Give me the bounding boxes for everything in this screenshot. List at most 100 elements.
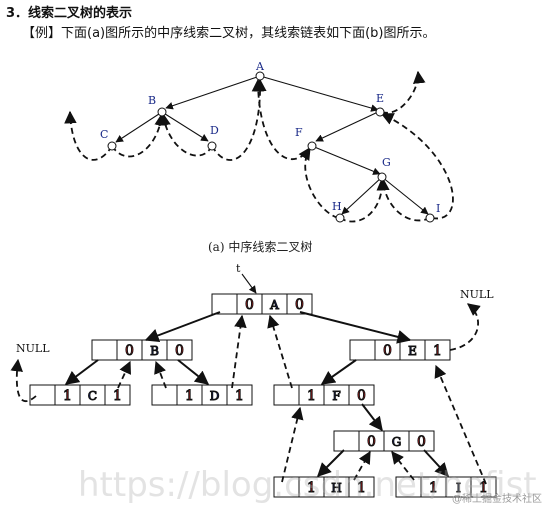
thread-h-f — [298, 146, 339, 219]
list-node-h: 1 H 1 — [273, 476, 375, 498]
null-right-label: NULL — [460, 288, 494, 301]
ptr-a-b — [144, 311, 221, 343]
thread-d-b — [158, 112, 213, 157]
edge-b-d — [161, 111, 209, 142]
thread-h-g — [339, 177, 390, 223]
thread-i-g — [377, 177, 431, 222]
rtag-cell — [408, 430, 435, 452]
label-f: F — [295, 126, 303, 139]
thread-b-i-e — [434, 364, 487, 485]
node-g-rtag: 0 — [417, 434, 426, 450]
node-c-rtag: 1 — [113, 388, 122, 404]
node-c-ltag: 1 — [63, 388, 72, 404]
lchild-cell — [273, 384, 300, 406]
node-f-dot — [307, 141, 317, 151]
label-h: H — [332, 200, 342, 213]
tree-a: A B E C D F G H I (a) 中序线索二叉树 — [64, 60, 454, 254]
node-c-data: C — [88, 389, 97, 403]
node-d-data: D — [210, 389, 220, 403]
label-i: I — [436, 202, 440, 215]
node-b-ltag: 0 — [125, 343, 134, 359]
node-i-data: I — [456, 481, 461, 495]
edge-a-b — [165, 75, 261, 110]
rtag-cell — [286, 293, 313, 315]
node-b-rtag: 0 — [175, 343, 184, 359]
thread-d-a — [211, 78, 267, 161]
rtag-cell — [348, 476, 375, 498]
node-b-data: B — [150, 344, 159, 358]
edge-g-h — [341, 176, 383, 215]
thread-b-h-f — [281, 406, 304, 483]
node-g-data: G — [392, 435, 402, 449]
node-i-dot — [425, 213, 435, 223]
node-g-dot — [377, 172, 387, 182]
thread-c-b — [111, 112, 168, 158]
edge-a-e — [259, 75, 379, 112]
node-c-dot — [107, 141, 117, 151]
node-h-dot — [335, 213, 345, 223]
root-pointer-label: t — [236, 262, 241, 275]
ptr-b-c — [64, 359, 99, 385]
root-pointer-arrow — [241, 273, 257, 294]
label-a: A — [255, 60, 265, 73]
node-a-rtag: 0 — [295, 297, 304, 313]
node-a-data: A — [269, 298, 279, 312]
thread-e-null — [381, 70, 426, 114]
thread-b-c-null — [10, 358, 37, 403]
list-node-b: 0 B 0 — [91, 339, 193, 361]
label-b: B — [148, 94, 156, 107]
node-f-rtag: 0 — [357, 388, 366, 404]
node-f-ltag: 1 — [307, 388, 316, 404]
ptr-a-e — [299, 311, 412, 344]
list-node-c: 1 C 1 — [29, 384, 131, 406]
edge-b-c — [115, 111, 163, 143]
thread-b-e-null — [449, 303, 481, 351]
node-d-rtag: 1 — [235, 388, 244, 404]
thread-b-h-g — [353, 450, 371, 481]
node-i-rtag: 1 — [479, 480, 488, 496]
thread-c-null — [64, 110, 113, 161]
ptr-e-f — [320, 359, 357, 385]
label-c: C — [100, 128, 108, 141]
watermark-url: https://blog.csdn.net/hefist — [78, 465, 537, 505]
edge-e-f — [315, 111, 379, 142]
thread-b-d-b — [154, 360, 167, 389]
label-d: D — [210, 124, 219, 137]
caption-a: (a) 中序线索二叉树 — [208, 239, 312, 254]
lchild-cell — [151, 384, 178, 406]
thread-b-c-b — [117, 360, 131, 389]
ptr-g-h — [317, 449, 345, 477]
lchild-cell — [211, 293, 238, 315]
section-title: 3．线索二叉树的表示 — [6, 6, 133, 21]
lchild-cell — [333, 430, 360, 452]
node-e-ltag: 0 — [383, 343, 392, 359]
node-e-dot — [375, 107, 385, 117]
rtag-cell — [470, 476, 497, 498]
node-d-dot — [207, 141, 217, 151]
thread-i-e — [380, 113, 454, 220]
thread-b-f-a — [267, 314, 293, 389]
ptr-f-g — [361, 403, 383, 432]
thread-b-d-a — [231, 314, 247, 389]
thread-f-a — [251, 78, 313, 160]
node-h-data: H — [331, 481, 341, 495]
node-e-rtag: 1 — [433, 343, 442, 359]
example-text: 【例】下面(a)图所示的中序线索二叉树，其线索链表如下面(b)图所示。 — [22, 26, 436, 41]
lchild-cell — [29, 384, 56, 406]
rtag-cell — [104, 384, 131, 406]
node-a-dot — [255, 71, 265, 81]
rtag-cell — [226, 384, 253, 406]
label-e: E — [376, 92, 384, 105]
lchild-cell — [91, 339, 118, 361]
node-b-dot — [157, 107, 167, 117]
node-h-rtag: 1 — [357, 480, 366, 496]
watermark-corner: @稀土掘金技术社区 — [452, 492, 542, 505]
node-h-ltag: 1 — [307, 480, 316, 496]
rtag-cell — [348, 384, 375, 406]
null-left-label: NULL — [16, 342, 50, 355]
